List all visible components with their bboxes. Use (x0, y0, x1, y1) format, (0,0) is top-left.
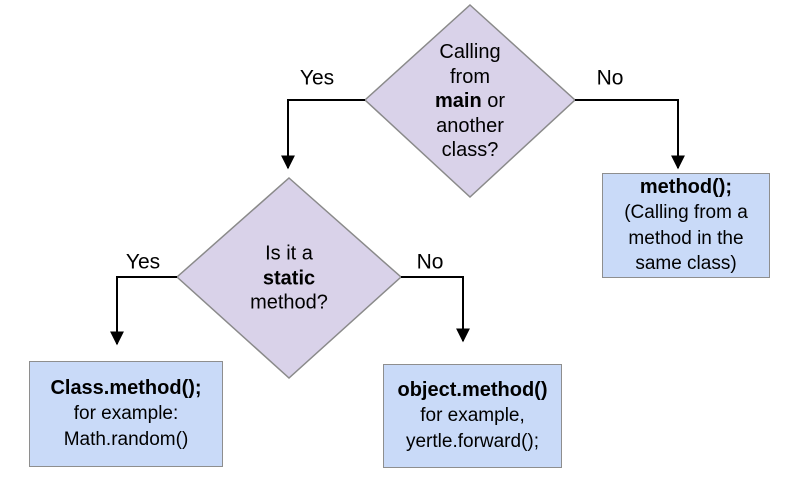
decision-line: Is it a (265, 242, 313, 265)
result-box-line: method in the (628, 227, 744, 249)
result-box-same-class: method(); (Calling from a method in the … (602, 173, 770, 278)
decision-line: class? (441, 138, 499, 161)
result-box-line: Math.random() (63, 428, 189, 450)
result-box-line: for example, (420, 405, 525, 427)
decision-diamond-static (175, 176, 403, 380)
decision-diamond-calling-from (363, 3, 577, 199)
branch-label-yes-main: Yes (299, 66, 335, 90)
decision-keyword-main: main (434, 89, 482, 112)
result-box-line: same class) (635, 253, 737, 274)
decision-line: method? (250, 291, 328, 314)
branch-label-no-static: No (416, 250, 444, 274)
result-box-line: (Calling from a (624, 202, 748, 223)
result-box-object-call: object.method() for example, yertle.forw… (383, 364, 562, 468)
result-box-static-call: Class.method(); for example: Math.random… (29, 361, 223, 467)
result-box-code: object.method() (397, 378, 548, 401)
decision-line: another (436, 114, 504, 137)
branch-label-no-main: No (596, 66, 624, 90)
decision-keyword-static: static (262, 266, 316, 289)
branch-label-yes-static: Yes (125, 250, 161, 274)
decision-static-text: Is it a static method? (250, 241, 328, 315)
result-box-code: Class.method(); (50, 376, 202, 399)
result-box-code: method(); (639, 175, 733, 198)
decision-line: from (450, 65, 490, 88)
result-box-line: for example: (73, 403, 179, 425)
decision-line-rest: or (481, 89, 506, 112)
arrow-yes-to-static-diamond (281, 99, 365, 170)
result-box-line: yertle.forward(); (405, 430, 540, 452)
arrow-no-to-object-call-box (401, 276, 470, 343)
decision-calling-from-text: Calling from main or another class? (435, 40, 505, 163)
decision-line: Calling (439, 40, 501, 63)
arrow-yes-to-static-call-box (110, 276, 177, 346)
decision-line: main or (435, 89, 505, 114)
arrow-no-to-same-class-box (575, 99, 685, 170)
